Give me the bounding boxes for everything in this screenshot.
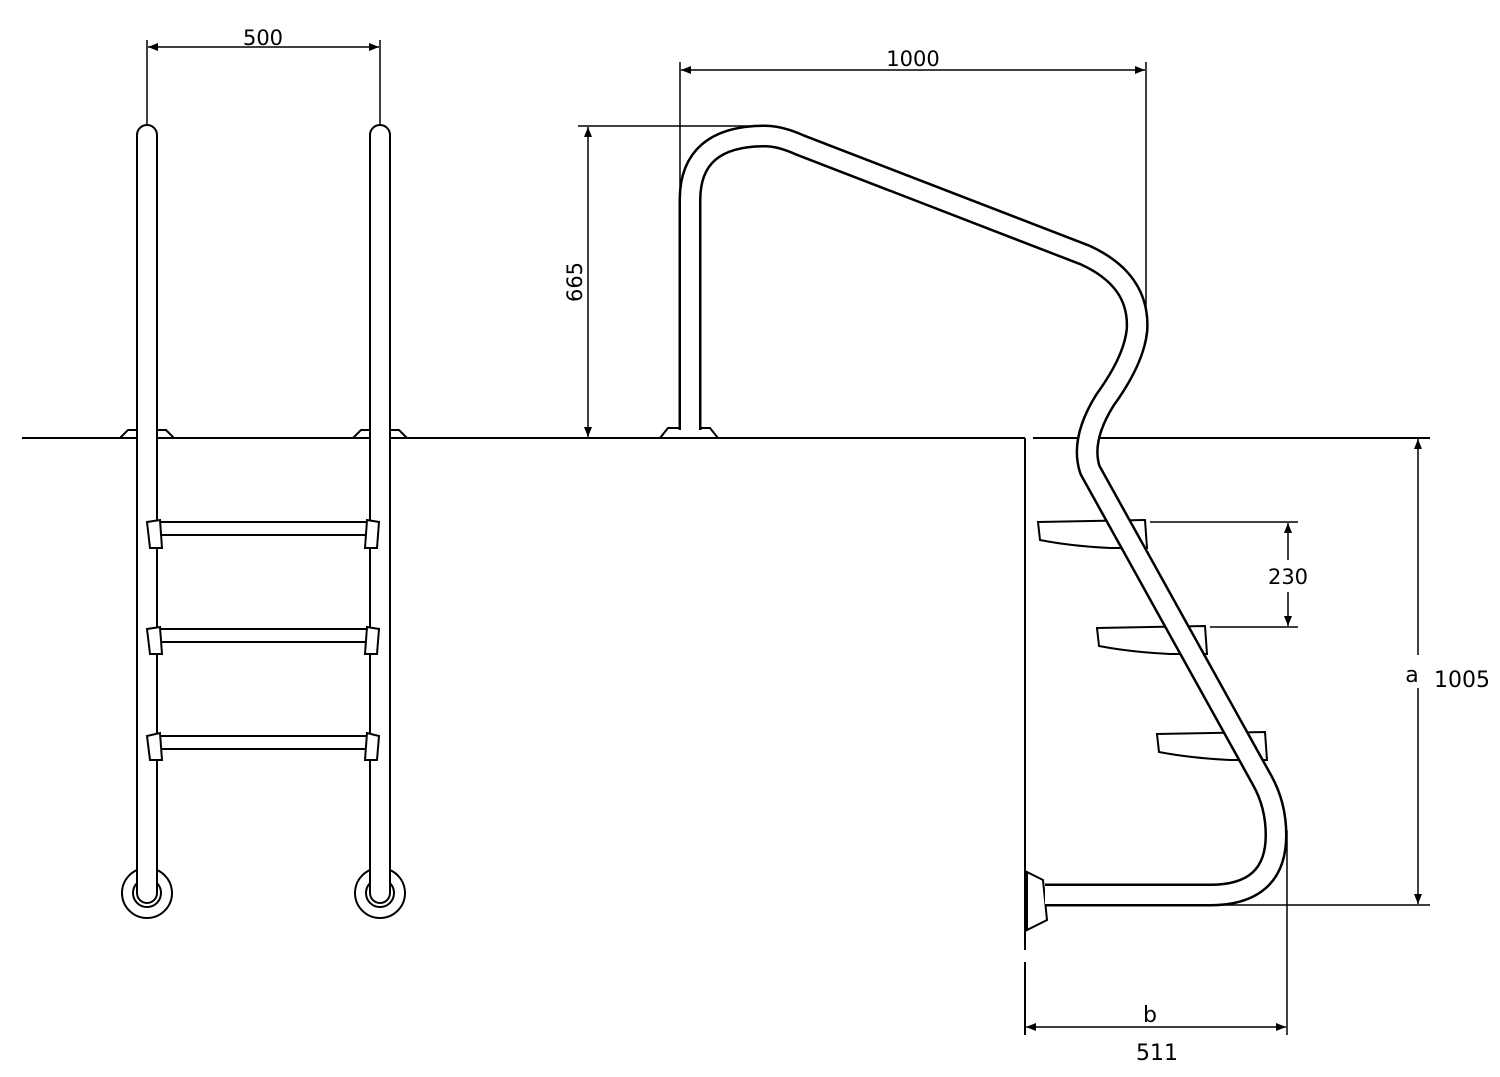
dim-500-label: 500 — [243, 26, 283, 50]
dimension-a: a 1005 — [1220, 439, 1490, 906]
dim-a-label: a — [1405, 663, 1418, 688]
rung-2 — [145, 625, 381, 655]
rung-3 — [145, 731, 381, 761]
dim-511-label: 511 — [1136, 1041, 1178, 1066]
rung-1 — [145, 518, 381, 549]
handrail-flange — [657, 427, 721, 439]
dim-b-label: b — [1143, 1003, 1157, 1028]
dimension-500: 500 — [146, 26, 381, 125]
dimension-230: 230 — [1150, 521, 1308, 628]
wall-anchor — [1026, 870, 1049, 932]
dim-665-label: 665 — [563, 262, 587, 302]
dim-1005-label: 1005 — [1434, 668, 1490, 693]
dim-230-label: 230 — [1268, 565, 1308, 589]
dimension-1000: 1000 — [679, 47, 1147, 310]
dimension-665: 665 — [563, 125, 765, 437]
rail-left — [136, 124, 158, 904]
dim-1000-label: 1000 — [886, 47, 939, 71]
front-view-ladder — [117, 124, 410, 919]
dimension-b: b 511 — [1026, 830, 1288, 1066]
side-view-ladder — [657, 124, 1288, 932]
handrail-tube — [678, 124, 1288, 907]
rail-right — [369, 124, 391, 904]
